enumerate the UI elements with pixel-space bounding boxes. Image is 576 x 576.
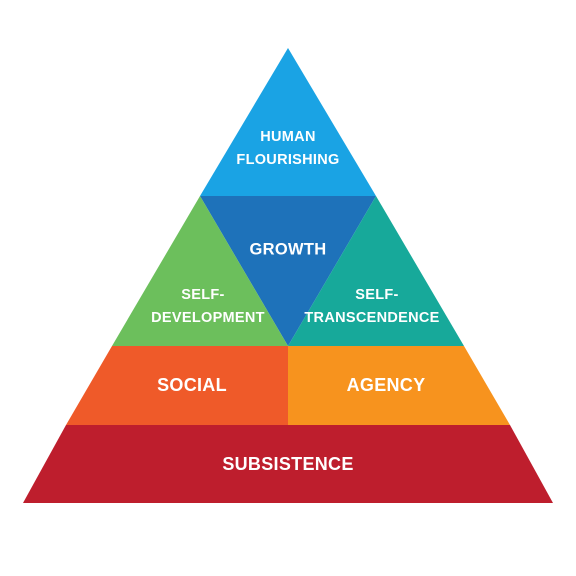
human-flourishing-segment <box>200 48 376 196</box>
subsistence-segment <box>23 425 553 503</box>
agency-segment <box>288 346 510 425</box>
subsistence-label: SUBSISTENCE <box>222 454 353 474</box>
self-development-segment <box>112 196 288 346</box>
self-transcendence-label-line-2: TRANSCENDENCE <box>304 310 439 326</box>
self-transcendence-segment <box>288 196 464 346</box>
social-label: SOCIAL <box>157 375 227 395</box>
human-flourishing-label-line-1: HUMAN <box>260 129 315 145</box>
social-segment <box>66 346 288 425</box>
agency-label: AGENCY <box>347 375 426 395</box>
human-flourishing-label-line-2: FLOURISHING <box>236 152 339 168</box>
self-development-label-line-1: SELF- <box>181 287 224 303</box>
growth-label: GROWTH <box>250 240 327 258</box>
self-development-label-line-2: DEVELOPMENT <box>151 310 265 326</box>
growth-segment <box>200 196 376 346</box>
self-transcendence-label-line-1: SELF- <box>355 287 398 303</box>
